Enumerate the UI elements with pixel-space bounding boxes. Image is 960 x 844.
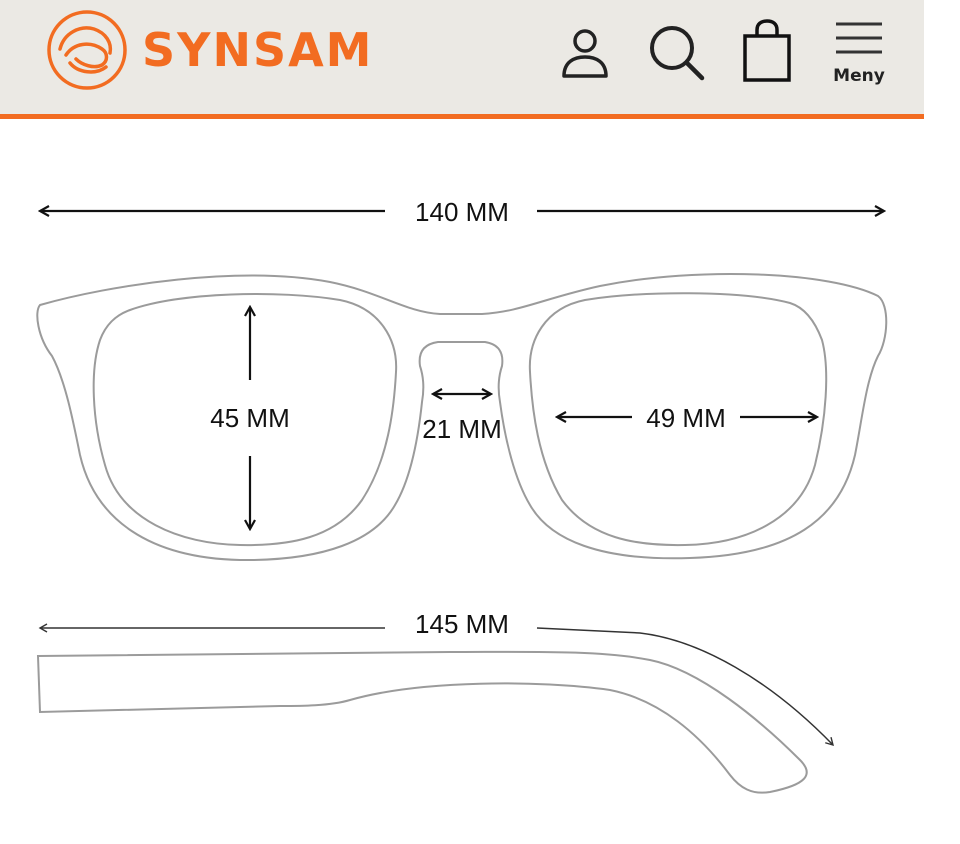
- lens-height-measure: 45 MM: [210, 307, 290, 529]
- frame-outer-outline: [36, 272, 888, 562]
- lens-width-measure: 49 MM: [557, 403, 817, 433]
- lens-height-label: 45 MM: [210, 403, 289, 433]
- total-width-label: 140 MM: [415, 197, 509, 227]
- temple-length-label: 145 MM: [415, 609, 509, 639]
- hamburger-menu-icon: [836, 22, 882, 54]
- header-divider: [0, 114, 924, 119]
- brand-name: SYNSAM: [142, 23, 374, 77]
- brand-logo[interactable]: SYNSAM: [46, 10, 373, 90]
- page-gutter: [924, 0, 960, 844]
- bridge-width-measure: 21 MM: [422, 394, 502, 444]
- account-button[interactable]: [556, 24, 614, 82]
- menu-button[interactable]: Meny: [828, 16, 890, 88]
- user-icon: [562, 29, 608, 78]
- total-width-measure: 140 MM: [40, 197, 884, 227]
- search-icon: [650, 26, 705, 81]
- temple-length-arrow-right: [536, 627, 834, 747]
- temple-length-measure: 145 MM: [38, 609, 834, 747]
- site-header: SYNSAM Meny: [0, 0, 924, 114]
- shopping-bag-icon: [743, 19, 791, 82]
- frame-measurement-diagram: 140 MM 45 MM 21 MM 49 MM 145 MM: [36, 197, 888, 794]
- synsam-logo-icon: [47, 10, 127, 90]
- right-lens-outline: [528, 292, 828, 547]
- search-button[interactable]: [646, 22, 708, 82]
- glasses-front-outline: [36, 272, 888, 562]
- left-lens-outline: [92, 293, 398, 547]
- shopping-bag-button[interactable]: [740, 18, 794, 84]
- temple-arm-outline: [36, 650, 808, 794]
- menu-label: Meny: [833, 66, 885, 86]
- bridge-width-label: 21 MM: [422, 414, 501, 444]
- lens-width-label: 49 MM: [646, 403, 725, 433]
